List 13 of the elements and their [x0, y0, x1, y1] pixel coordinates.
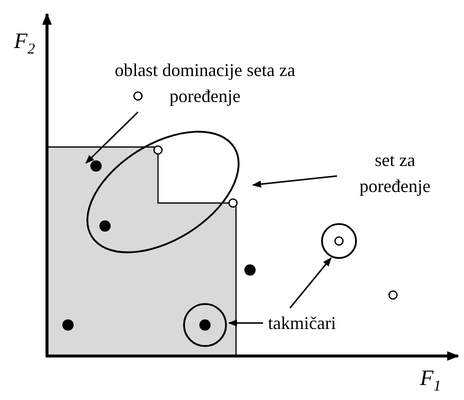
leader-arrow [85, 111, 139, 164]
comparison-set-ellipse [86, 130, 240, 254]
domination-region [47, 146, 237, 356]
callout-text: oblast dominacije seta za poređenje [110, 57, 300, 109]
axis-label: F$_{2}$ [14, 28, 35, 58]
callout-text: takmičari [262, 310, 342, 336]
competitor-circle [183, 303, 227, 347]
leader-arrow [289, 257, 332, 308]
leader-arrow [252, 175, 338, 188]
competitor-circle [321, 223, 357, 259]
leader-arrow [228, 319, 263, 327]
callout-text: set za poređenje [345, 147, 445, 199]
axis-label: F$_{1}$ [420, 365, 441, 396]
